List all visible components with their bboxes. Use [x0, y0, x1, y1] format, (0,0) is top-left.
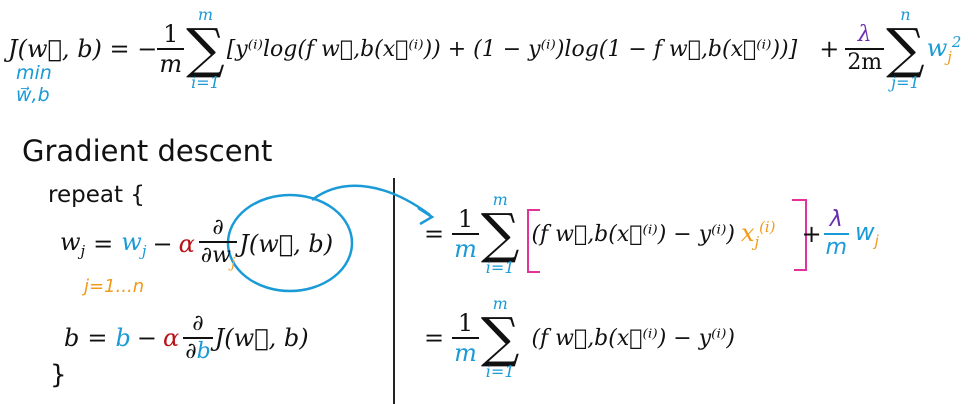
rhs-frac1-den: m: [452, 233, 479, 263]
b-gradient-expansion: = 1 m m ∑ i=1 (f w⃗,b(x⃗⁽ⁱ⁾) − y⁽ⁱ⁾): [424, 292, 735, 384]
derivative-circle: [226, 193, 354, 293]
cost-body: [y⁽ⁱ⁾log(f w⃗,b(x⃗⁽ⁱ⁾)) + (1 − y⁽ⁱ⁾)log(…: [226, 36, 798, 62]
b-partial: ∂: [192, 311, 204, 336]
w-lhs-letter: w: [60, 228, 81, 257]
cost-sum-bottom: i=1: [191, 72, 220, 92]
rhs-frac2-num: 1: [457, 309, 474, 337]
w-J: J(w⃗, b): [239, 230, 334, 258]
b-minus: −: [136, 324, 157, 352]
w-deriv-den-text: ∂w: [200, 242, 231, 268]
w-var-letter: w: [121, 228, 142, 257]
rhs-x-letter: x: [740, 218, 755, 247]
repeat-close: }: [50, 360, 67, 390]
b-deriv-den-var: b: [196, 339, 211, 364]
reg-sum-top: n: [900, 5, 911, 25]
w-partial: ∂: [212, 214, 224, 240]
b-lhs: b: [64, 324, 80, 352]
reg-w-sub: j: [947, 47, 952, 66]
cost-frac-den: m: [157, 48, 185, 78]
w-alpha: α: [178, 230, 195, 258]
cost-summation: m ∑ i=1: [186, 7, 225, 90]
rhs-term2: (f w⃗,b(x⃗⁽ⁱ⁾) − y⁽ⁱ⁾): [531, 325, 735, 351]
rhs-reg-w-sub: j: [874, 231, 879, 250]
rhs-eq2: =: [424, 324, 445, 352]
rhs-sum2-bottom: i=1: [485, 361, 515, 381]
cost-frac-num: 1: [163, 20, 179, 48]
rhs-reg-plus: +: [801, 220, 822, 248]
rhs-x-term: xj(i): [741, 218, 776, 251]
rhs-frac1-num: 1: [457, 205, 474, 233]
min-params: w⃗,b: [16, 84, 50, 106]
cost-sum-top: m: [197, 5, 214, 25]
arrow-head: [417, 206, 435, 226]
w-eq: =: [93, 230, 114, 258]
w-minus: −: [152, 230, 173, 258]
b-derivative: ∂ ∂b: [183, 311, 213, 364]
section-title: Gradient descent: [22, 134, 273, 168]
rhs-summation2: m ∑ i=1: [481, 296, 520, 379]
rhs-summation1: m ∑ i=1: [481, 192, 520, 275]
b-J: J(w⃗, b): [214, 324, 309, 352]
cost-function: J(w⃗, b) = − 1 m m ∑ i=1 [y⁽ⁱ⁾log(f w⃗,b…: [8, 4, 961, 94]
w-update: wj = wj − α ∂ ∂wj J(w⃗, b): [60, 212, 333, 276]
sigma-icon: ∑: [186, 17, 225, 81]
j-range: j=1...n: [84, 276, 145, 297]
repeat-open: repeat {: [48, 182, 145, 208]
rhs-sum1-top: m: [492, 190, 508, 210]
rhs-frac2: 1 m: [452, 311, 479, 365]
w-lhs: wj: [60, 228, 85, 260]
cost-fraction: 1 m: [157, 20, 185, 78]
w-gradient-expansion: = 1 m m ∑ i=1 (f w⃗,b(x⃗⁽ⁱ⁾) − y⁽ⁱ⁾) xj(…: [424, 188, 879, 280]
rhs-reg-num: λ: [829, 207, 843, 232]
w-var: wj: [121, 228, 146, 260]
b-deriv-den-text: ∂: [185, 339, 197, 364]
reg-w: wj2: [927, 33, 962, 66]
w-var-sub: j: [141, 241, 147, 260]
w-deriv-den-sub: j: [231, 255, 236, 272]
reg-w-sup: 2: [951, 32, 962, 51]
min-label: min: [16, 62, 52, 84]
rhs-reg-w-letter: w: [855, 218, 875, 247]
handwritten-min: min w⃗,b: [16, 62, 52, 106]
sigma-icon: ∑: [480, 306, 520, 370]
cost-reg-fraction: λ 2m: [845, 22, 885, 75]
rhs-reg-frac: λ m: [823, 207, 850, 260]
b-deriv-den: ∂b: [183, 337, 213, 364]
rhs-x-sup: (i): [759, 217, 776, 236]
rhs-sum2-top: m: [492, 294, 508, 314]
b-alpha: α: [162, 324, 180, 352]
rhs-sum1-bottom: i=1: [485, 257, 515, 277]
b-var: b: [115, 324, 131, 352]
cost-reg-plus: +: [819, 35, 840, 63]
left-bracket: [527, 209, 540, 273]
rhs-frac1: 1 m: [452, 207, 479, 261]
w-derivative: ∂ ∂wj: [198, 214, 238, 272]
reg-sum-bottom: j=1: [891, 72, 920, 92]
w-lhs-sub: j: [80, 241, 86, 260]
rhs-term1: (f w⃗,b(x⃗⁽ⁱ⁾) − y⁽ⁱ⁾): [531, 221, 735, 247]
cost-reg-den: 2m: [845, 48, 885, 75]
rhs-frac2-den: m: [452, 337, 479, 367]
b-eq: =: [87, 324, 108, 352]
sigma-icon: ∑: [886, 17, 925, 81]
w-deriv-den: ∂wj: [198, 240, 238, 272]
rhs-x-sub: j: [754, 232, 760, 251]
rhs-eq1: =: [424, 220, 445, 248]
pointer-arrow: [311, 184, 431, 217]
rhs-reg-den: m: [823, 233, 850, 260]
sigma-icon: ∑: [480, 202, 520, 266]
rhs-reg-w: wj: [855, 218, 879, 250]
reg-summation: n ∑ j=1: [886, 7, 925, 90]
cost-lhs: J(w⃗, b) = −: [8, 35, 158, 63]
right-bracket: [792, 199, 807, 271]
b-update: b = b − α ∂ ∂b J(w⃗, b): [64, 308, 309, 368]
cost-reg-num: λ: [857, 22, 872, 47]
reg-w-letter: w: [926, 33, 948, 62]
